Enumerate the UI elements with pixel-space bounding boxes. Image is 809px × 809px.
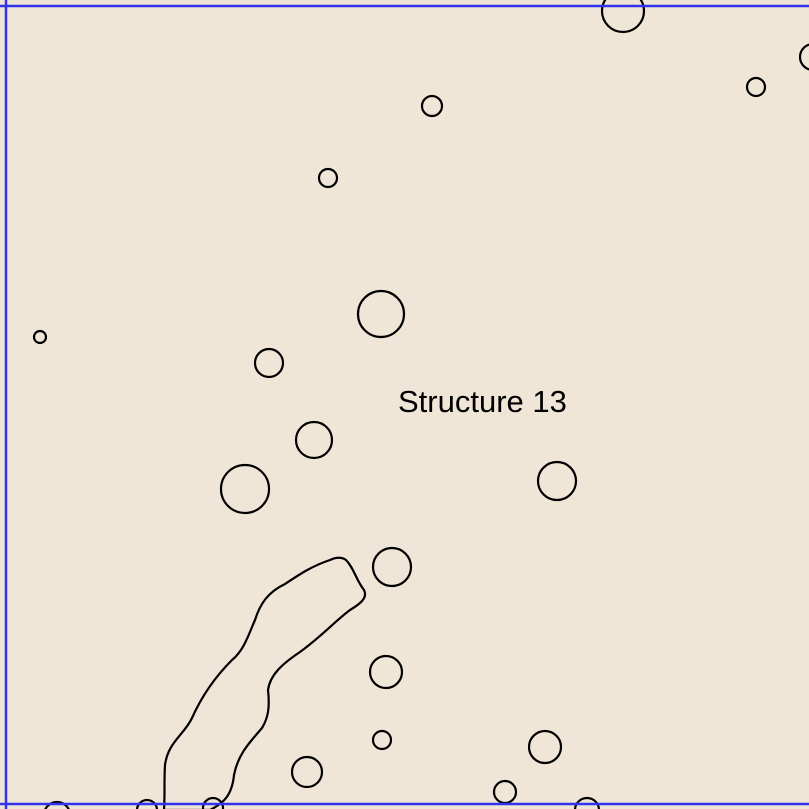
posthole-feature-21[interactable] xyxy=(201,796,225,809)
posthole-feature-18[interactable] xyxy=(573,796,601,809)
posthole-feature-6[interactable] xyxy=(356,289,406,339)
posthole-feature-14[interactable] xyxy=(371,729,393,751)
features-layer xyxy=(32,0,809,809)
posthole-feature-11[interactable] xyxy=(536,460,578,502)
posthole-feature-4[interactable] xyxy=(420,94,444,118)
structure-label: Structure 13 xyxy=(398,384,567,419)
posthole-feature-2[interactable] xyxy=(798,43,809,71)
posthole-feature-10[interactable] xyxy=(219,463,271,515)
trench-feature[interactable] xyxy=(162,556,367,809)
posthole-feature-8[interactable] xyxy=(253,347,285,379)
posthole-feature-13[interactable] xyxy=(368,654,404,690)
posthole-feature-1[interactable] xyxy=(600,0,646,34)
posthole-feature-20[interactable] xyxy=(135,798,159,809)
posthole-feature-16[interactable] xyxy=(290,755,324,789)
posthole-feature-15[interactable] xyxy=(527,729,563,765)
posthole-feature-7[interactable] xyxy=(32,329,48,345)
posthole-feature-19[interactable] xyxy=(44,800,70,809)
posthole-feature-12[interactable] xyxy=(371,546,413,588)
posthole-feature-5[interactable] xyxy=(317,167,339,189)
posthole-feature-3[interactable] xyxy=(745,76,767,98)
posthole-feature-9[interactable] xyxy=(294,420,334,460)
